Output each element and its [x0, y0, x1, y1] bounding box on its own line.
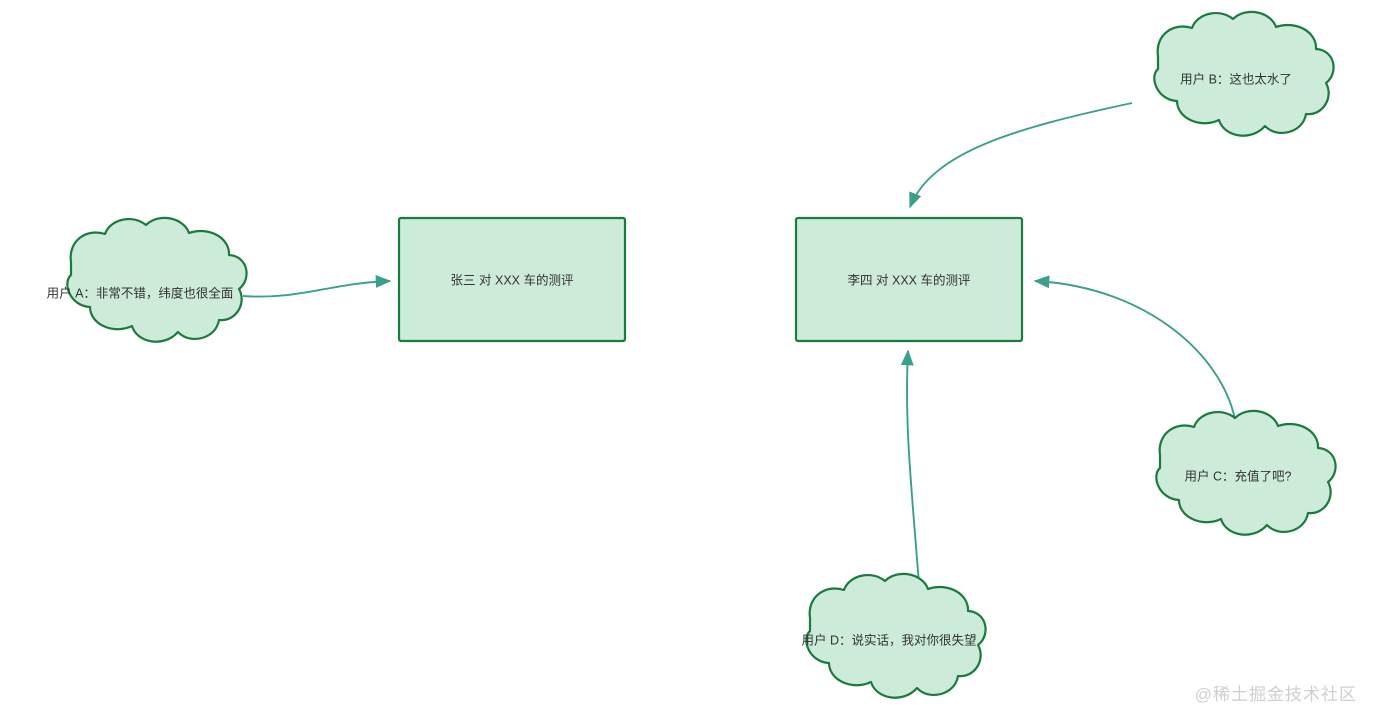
- comment-d-cloud[interactable]: [805, 572, 987, 699]
- review-lisi-box[interactable]: [794, 216, 1024, 343]
- comment-d-label: 用户 D：说实话，我对你很失望: [801, 632, 976, 647]
- edge-d-to-lisi[interactable]: [900, 349, 921, 599]
- comment-b-cloud[interactable]: [1153, 10, 1335, 137]
- review-lisi-label: 李四 对 XXX 车的测评: [848, 272, 971, 287]
- node-comment-c[interactable]: 用户 C：充值了吧?: [1155, 409, 1337, 536]
- node-comment-d[interactable]: 用户 D：说实话，我对你很失望: [801, 572, 987, 699]
- watermark: @稀土掘金技术社区: [1194, 685, 1357, 704]
- comment-a-label: 用户 A：非常不错，纬度也很全面: [47, 285, 234, 300]
- review-zhangsan-box[interactable]: [397, 216, 627, 343]
- node-review-zhangsan[interactable]: 张三 对 XXX 车的测评: [397, 216, 627, 343]
- edge-a-to-zhangsan[interactable]: [242, 275, 392, 298]
- review-zhangsan-label: 张三 对 XXX 车的测评: [451, 272, 574, 287]
- node-comment-a[interactable]: 用户 A：非常不错，纬度也很全面: [47, 216, 248, 343]
- comment-b-label: 用户 B：这也太水了: [1180, 71, 1292, 86]
- comment-a-cloud[interactable]: [66, 216, 248, 343]
- edges-layer: [242, 102, 1238, 599]
- node-comment-b[interactable]: 用户 B：这也太水了: [1153, 10, 1335, 137]
- edge-b-to-lisi[interactable]: [909, 102, 1133, 209]
- comment-c-label: 用户 C：充值了吧?: [1185, 468, 1292, 483]
- comment-c-cloud[interactable]: [1155, 409, 1337, 536]
- edge-c-to-lisi[interactable]: [1033, 275, 1238, 433]
- node-review-lisi[interactable]: 李四 对 XXX 车的测评: [794, 216, 1024, 343]
